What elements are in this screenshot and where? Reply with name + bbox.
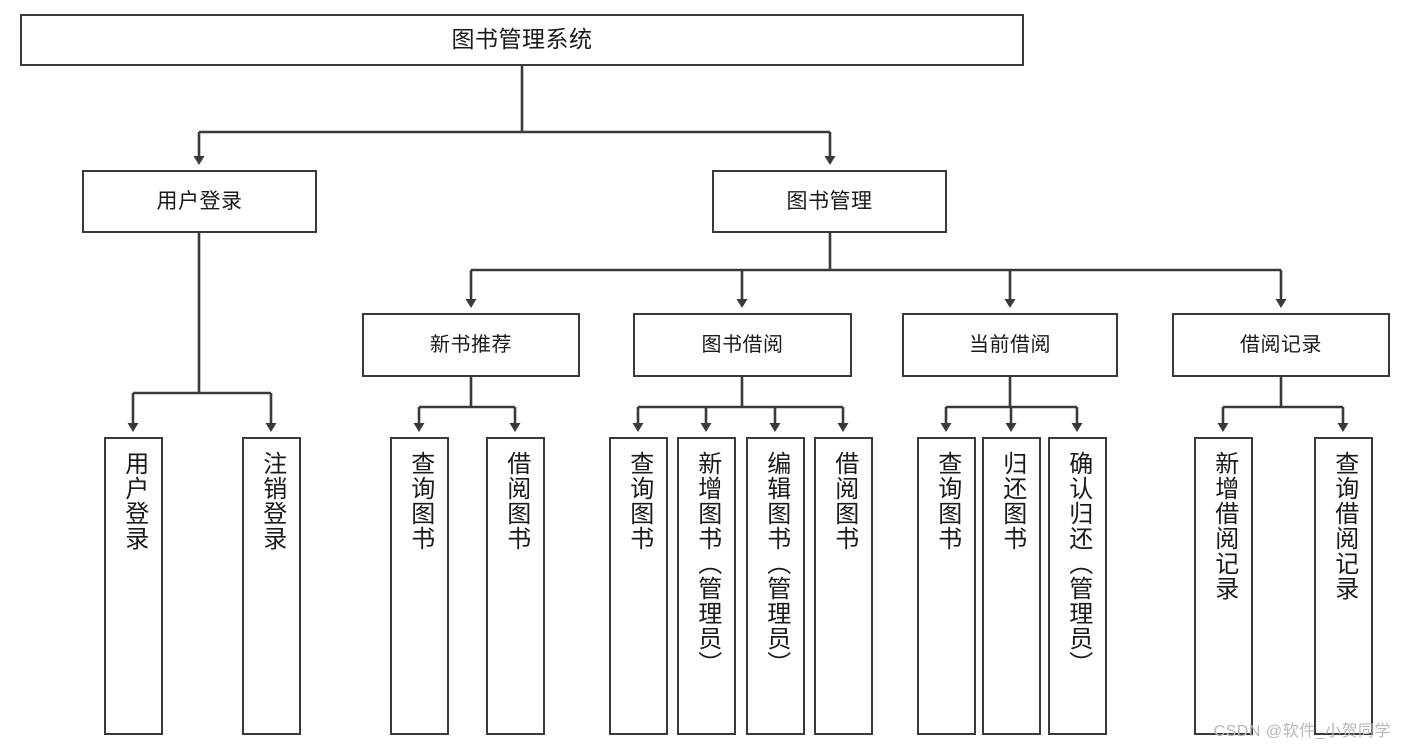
- leaf-record-add-record[interactable]: 新增借阅记录: [1194, 437, 1253, 735]
- node-label: 新书推荐: [430, 333, 512, 356]
- node-new-book-recommend[interactable]: 新书推荐: [362, 313, 580, 377]
- leaf-borrow-add-book[interactable]: 新增图书（管理员）: [677, 437, 736, 735]
- node-label: 用户登录: [156, 189, 243, 213]
- node-label: 当前借阅: [969, 333, 1051, 356]
- node-label: 查询借阅记录: [1330, 451, 1358, 601]
- node-label: 新增图书（管理员）: [693, 451, 721, 676]
- leaf-recommend-query-book[interactable]: 查询图书: [390, 437, 449, 735]
- node-label: 借阅记录: [1240, 333, 1322, 356]
- leaf-current-query-book[interactable]: 查询图书: [917, 437, 976, 735]
- leaf-borrow-borrow-book[interactable]: 借阅图书: [814, 437, 873, 735]
- node-root-system[interactable]: 图书管理系统: [20, 14, 1024, 66]
- node-label: 图书管理: [786, 189, 873, 213]
- node-book-management[interactable]: 图书管理: [712, 170, 947, 233]
- node-label: 编辑图书（管理员）: [762, 451, 790, 676]
- node-label: 查询图书: [933, 451, 961, 551]
- node-label: 查询图书: [625, 451, 653, 551]
- node-label: 借阅图书: [830, 451, 858, 551]
- leaf-current-confirm-return[interactable]: 确认归还（管理员）: [1048, 437, 1107, 735]
- node-label: 查询图书: [406, 451, 434, 551]
- node-current-borrow[interactable]: 当前借阅: [902, 313, 1118, 377]
- node-label: 归还图书: [998, 451, 1026, 551]
- node-label: 注销登录: [258, 451, 286, 551]
- node-user-login[interactable]: 用户登录: [82, 170, 317, 233]
- node-label: 图书借阅: [701, 333, 784, 356]
- node-label: 确认归还（管理员）: [1064, 451, 1092, 676]
- leaf-user-login-login[interactable]: 用户登录: [104, 437, 163, 735]
- leaf-borrow-edit-book[interactable]: 编辑图书（管理员）: [746, 437, 805, 735]
- node-label: 借阅图书: [502, 451, 530, 551]
- node-book-borrow[interactable]: 图书借阅: [633, 313, 852, 377]
- leaf-recommend-borrow-book[interactable]: 借阅图书: [486, 437, 545, 735]
- leaf-current-return-book[interactable]: 归还图书: [982, 437, 1041, 735]
- node-label: 新增借阅记录: [1210, 451, 1238, 601]
- node-borrow-record[interactable]: 借阅记录: [1172, 313, 1390, 377]
- leaf-user-login-logout[interactable]: 注销登录: [242, 437, 301, 735]
- node-label: 图书管理系统: [451, 26, 593, 53]
- node-label: 用户登录: [120, 451, 148, 551]
- leaf-borrow-query-book[interactable]: 查询图书: [609, 437, 668, 735]
- leaf-record-query-record[interactable]: 查询借阅记录: [1314, 437, 1373, 735]
- csdn-watermark: CSDN @软件_小贺同学: [1213, 723, 1391, 740]
